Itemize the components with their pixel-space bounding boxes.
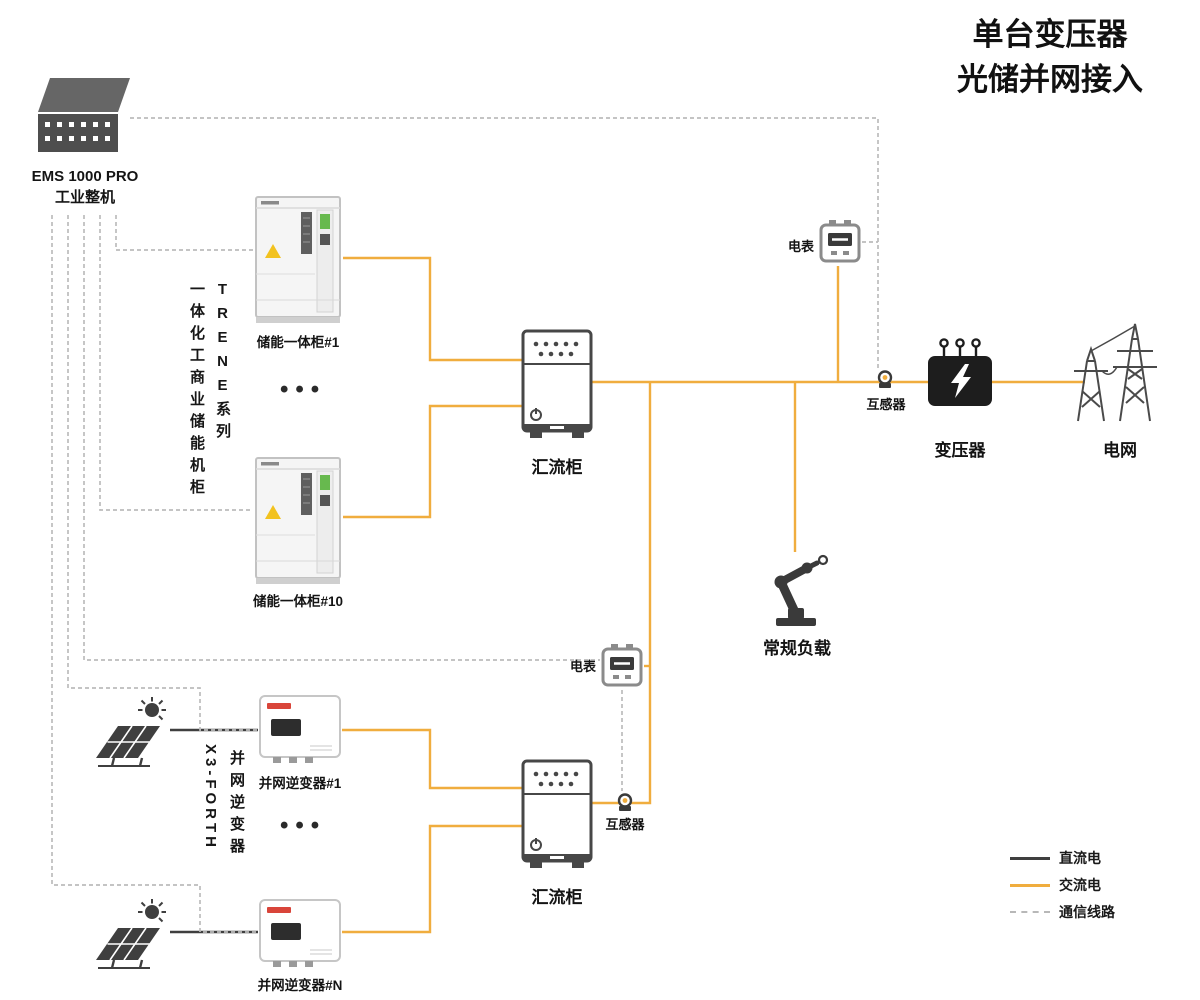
ac-line-inverter1-to-combiner (342, 728, 522, 790)
legend-row-ac: 交流电 (1010, 875, 1115, 895)
comm-line-ems-to-bottom-meter (83, 215, 600, 661)
storage-series-cn-vertical-label: 一体化工商业储能机柜 (188, 281, 205, 501)
pv-series-en-vertical-label: X3-FORTH (202, 744, 219, 851)
ems-label: EMS 1000 PRO 工业整机 (15, 166, 155, 208)
storage-cabinet-1-label: 储能一体柜#1 (256, 335, 340, 350)
title-line1: 单台变压器 (972, 17, 1128, 52)
power-grid-icon (1072, 317, 1167, 423)
ac-line-pv-combiner-to-bus (592, 382, 652, 805)
ac-line-cabinet10-to-combiner (343, 404, 522, 519)
ac-line-inverterN-to-combiner (342, 824, 522, 934)
title-line2: 光储并网接入 (957, 62, 1143, 97)
current-transformer-bottom-icon (616, 791, 634, 813)
inverter-n-label: 并网逆变器#N (257, 978, 343, 993)
communication-lines (51, 117, 879, 933)
meter-bottom-label: 电表 (569, 659, 596, 674)
ct-top-label: 互感器 (866, 397, 906, 412)
ac-line-swatch (1010, 883, 1050, 887)
grid-label: 电网 (1103, 441, 1137, 460)
inverter-1-label: 并网逆变器#1 (258, 776, 342, 791)
legend-row-comm: 通信线路 (1010, 902, 1115, 922)
storage-series-en-vertical-label: TRENE系列 (214, 281, 231, 445)
dc-line-swatch (1010, 856, 1050, 860)
page-title: 单台变压器 光储并网接入 (900, 12, 1200, 102)
combiner-cabinet-top-icon (520, 328, 594, 442)
storage-cabinet-10-label: 储能一体柜#10 (252, 594, 344, 609)
current-transformer-top-icon (876, 368, 894, 390)
ems-name: EMS 1000 PRO (31, 168, 139, 185)
legend: 直流电 交流电 通信线路 (1010, 848, 1115, 922)
comm-line-swatch (1010, 911, 1050, 913)
comm-line-ems-to-inverter1 (67, 215, 258, 731)
storage-cabinet-1-icon (253, 194, 343, 326)
transformer-icon (922, 334, 998, 412)
inverter-1-icon (258, 694, 342, 766)
transformer-label: 变压器 (934, 441, 986, 460)
storage-ellipsis: ••• (280, 376, 327, 403)
combiner-bottom-label: 汇流柜 (531, 888, 583, 907)
inverter-n-icon (258, 898, 342, 970)
comm-line-ems-to-inverterN (51, 215, 258, 933)
energy-meter-bottom-icon (600, 642, 644, 690)
pv-ellipsis: ••• (280, 812, 327, 839)
energy-meter-top-icon (818, 218, 862, 266)
combiner-cabinet-bottom-icon (520, 758, 594, 872)
pv-series-cn-vertical-label: 并网逆变器 (228, 750, 245, 860)
load-robot-arm-icon (760, 550, 832, 630)
comm-line-ems-to-cabinet10 (99, 215, 253, 511)
storage-cabinet-10-icon (253, 455, 343, 587)
ac-lines (342, 256, 1085, 934)
ac-line-cabinet1-to-combiner (343, 256, 522, 362)
meter-top-label: 电表 (787, 239, 814, 254)
ct-bottom-label: 互感器 (605, 817, 645, 832)
legend-comm-label: 通信线路 (1059, 904, 1115, 920)
combiner-top-label: 汇流柜 (531, 458, 583, 477)
legend-row-dc: 直流电 (1010, 848, 1115, 868)
solar-panel-1-icon (92, 696, 172, 768)
comm-line-ems-to-cabinet1 (115, 215, 253, 251)
legend-ac-label: 交流电 (1059, 877, 1101, 893)
ems-server-icon (38, 70, 130, 158)
solar-panel-2-icon (92, 898, 172, 970)
ems-type: 工业整机 (54, 189, 115, 206)
load-label: 常规负载 (763, 639, 831, 658)
legend-dc-label: 直流电 (1059, 850, 1101, 866)
